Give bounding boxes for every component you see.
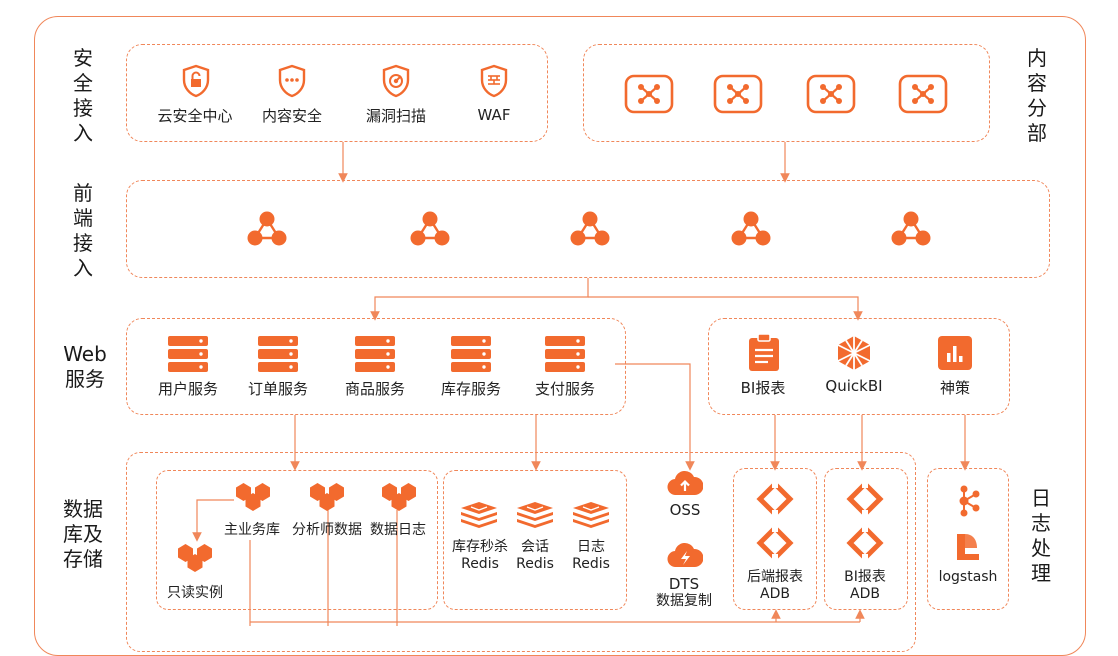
server-icon — [545, 336, 585, 376]
bi-label-1: BI报表 — [740, 379, 786, 397]
quickbi-icon — [835, 334, 873, 376]
oss-label: OSS — [669, 501, 701, 519]
layer-label-db-line1: 数据 — [63, 497, 103, 521]
web-service-label-2: 订单服务 — [247, 380, 309, 398]
cdn-node-icon — [624, 74, 674, 118]
database-readonly-label: 只读实例 — [167, 585, 223, 601]
dts-cloud-icon — [667, 540, 704, 574]
backend-adb-label-line2: ADB — [760, 586, 790, 602]
backend-adb-label: 后端报表 ADB — [747, 569, 803, 603]
backend-adb-box — [733, 468, 817, 610]
bi-adb-label-line1: BI报表 — [844, 569, 886, 585]
cdn-box — [583, 44, 990, 142]
security-label-3: 漏洞扫描 — [365, 107, 427, 125]
load-balancer-icon — [729, 210, 773, 252]
layer-label-cdn: 内容分部 — [1027, 46, 1047, 145]
adb-icon — [756, 524, 794, 566]
load-balancer-icon — [408, 210, 452, 252]
layer-label-web-line1: Web — [63, 342, 107, 366]
adb-icon — [846, 524, 884, 566]
bi-box — [708, 318, 1010, 415]
load-balancer-icon — [889, 210, 933, 252]
shield-scan-icon — [381, 64, 411, 102]
load-balancer-icon — [245, 210, 289, 252]
layer-label-security: 安全接入 — [73, 46, 93, 145]
shield-firewall-icon — [479, 64, 509, 102]
layer-label-db-line3: 存储 — [63, 547, 103, 571]
dts-label: DTS 数据复制 — [656, 576, 712, 610]
redis-box — [443, 470, 627, 610]
server-icon — [355, 336, 395, 376]
database-hexagon-icon — [380, 482, 418, 516]
layer-label-web: Web 服务 — [50, 342, 120, 392]
database-hexagon-icon — [308, 482, 346, 516]
layer-label-web-line2: 服务 — [65, 367, 105, 391]
chart-icon — [938, 336, 972, 374]
dts-label-line2: 数据复制 — [656, 593, 712, 609]
layer-label-log: 日志处理 — [1031, 486, 1051, 585]
shield-lock-icon — [181, 64, 211, 102]
cdn-node-icon — [898, 74, 948, 118]
security-box — [126, 44, 548, 142]
frontend-box — [126, 180, 1050, 278]
redis-icon — [461, 502, 497, 534]
database-hexagon-icon — [176, 543, 214, 577]
backend-adb-label-line1: 后端报表 — [747, 569, 803, 585]
redis-label-1-line1: 库存秒杀 — [452, 539, 508, 555]
redis-icon — [517, 502, 553, 534]
server-icon — [451, 336, 491, 376]
database-main-label: 主业务库 — [224, 522, 280, 538]
logstash-label: logstash — [938, 569, 998, 585]
redis-label-2-line1: 会话 — [520, 539, 549, 555]
dts-label-line1: DTS — [668, 575, 700, 593]
bi-adb-label: BI报表 ADB — [844, 569, 886, 603]
bi-label-3: 神策 — [939, 379, 971, 397]
adb-icon — [756, 480, 794, 522]
redis-label-3-line1: 日志 — [576, 539, 605, 555]
bi-label-2: QuickBI — [825, 377, 883, 395]
layer-label-frontend: 前端接入 — [73, 181, 93, 280]
cdn-node-icon — [806, 74, 856, 118]
connector-lines — [192, 142, 970, 626]
load-balancer-icon — [568, 210, 612, 252]
report-icon — [748, 333, 780, 376]
web-service-label-5: 支付服务 — [534, 380, 596, 398]
database-box — [156, 470, 438, 610]
layer-label-db: 数据 库及 存储 — [48, 497, 118, 572]
security-label-2: 内容安全 — [261, 107, 323, 125]
redis-label-1-line2: Redis — [461, 556, 499, 572]
web-service-label-4: 库存服务 — [440, 380, 502, 398]
security-label-1: 云安全中心 — [157, 107, 233, 125]
redis-label-3-line2: Redis — [572, 556, 610, 572]
bi-adb-box — [824, 468, 908, 610]
log-box — [927, 468, 1009, 610]
database-log-label: 数据日志 — [370, 522, 426, 538]
server-icon — [258, 336, 298, 376]
kafka-icon — [955, 484, 981, 522]
database-analyst-label: 分析师数据 — [292, 522, 362, 538]
redis-icon — [573, 502, 609, 534]
adb-icon — [846, 480, 884, 522]
web-service-label-1: 用户服务 — [157, 380, 219, 398]
shield-dots-icon — [277, 64, 307, 102]
redis-label-3: 日志 Redis — [572, 539, 610, 573]
bi-adb-label-line2: ADB — [850, 586, 880, 602]
layer-label-db-line2: 库及 — [63, 522, 103, 546]
database-hexagon-icon — [234, 482, 272, 516]
security-label-4: WAF — [477, 106, 511, 124]
oss-cloud-icon — [667, 468, 704, 502]
web-service-label-3: 商品服务 — [344, 380, 406, 398]
redis-label-1: 库存秒杀 Redis — [452, 539, 508, 573]
redis-label-2-line2: Redis — [516, 556, 554, 572]
web-service-box — [126, 318, 626, 415]
logstash-icon — [955, 532, 981, 566]
server-icon — [168, 336, 208, 376]
cdn-node-icon — [713, 74, 763, 118]
redis-label-2: 会话 Redis — [516, 539, 554, 573]
